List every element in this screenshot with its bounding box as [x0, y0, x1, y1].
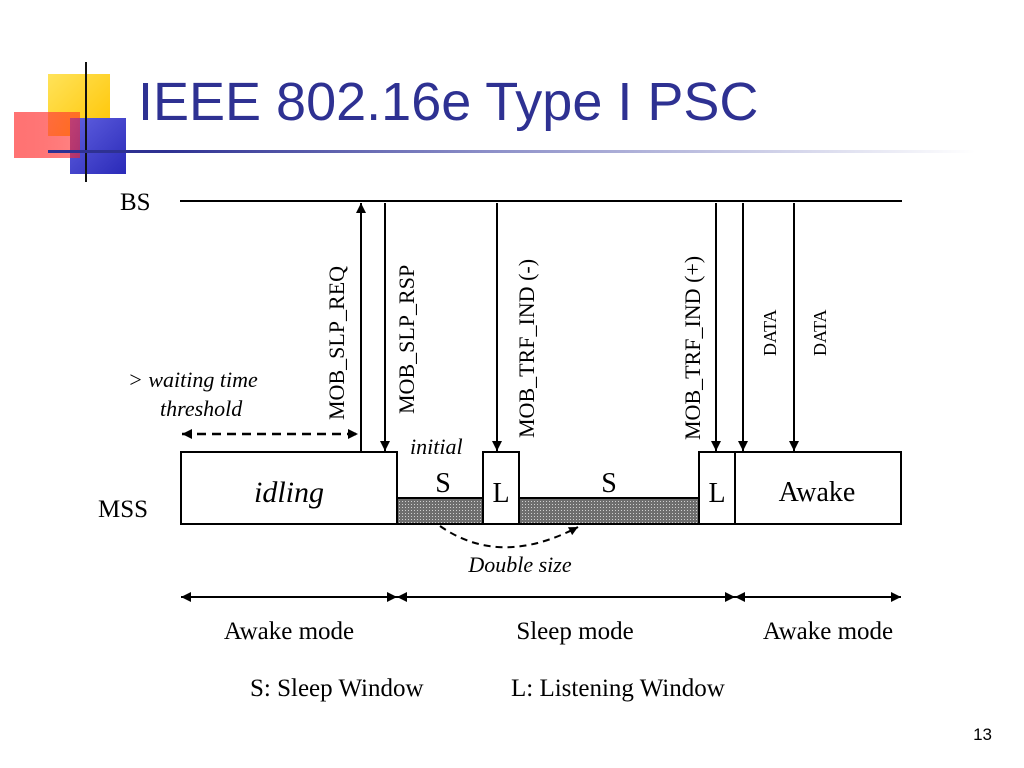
awake-mode-label-2: Awake mode [763, 618, 893, 645]
legend-sleep-window: S: Sleep Window [250, 675, 424, 702]
initial-label: initial [410, 434, 463, 459]
slide-title: IEEE 802.16e Type I PSC [138, 72, 759, 132]
double-size-label: Double size [467, 552, 572, 577]
sleep-window-2 [518, 497, 700, 525]
awake-block [734, 451, 902, 525]
awake-label: Awake [779, 477, 856, 508]
page-number: 13 [973, 725, 992, 744]
legend-listening-window: L: Listening Window [511, 675, 725, 702]
double-size-curve [439, 525, 579, 549]
mss-label: MSS [98, 496, 148, 523]
idling-label: idling [254, 476, 324, 509]
trf-ind-pos-label: MOB_TRF_IND (+) [680, 256, 705, 440]
waiting-threshold-line-1: > waiting time [128, 367, 258, 392]
slp-rsp-label: MOB_SLP_RSP [394, 265, 419, 414]
waiting-threshold-line-2: threshold [160, 396, 243, 421]
bs-label: BS [120, 189, 151, 216]
sleep-window-2-label: S [601, 468, 617, 499]
sleep-window-1 [396, 497, 484, 525]
listen-window-1 [482, 451, 520, 525]
sleep-mode-label: Sleep mode [516, 618, 633, 645]
listen-window-2-label: L [708, 478, 725, 509]
awake-mode-label-1: Awake mode [224, 618, 354, 645]
slp-req-label: MOB_SLP_REQ [324, 266, 349, 420]
sleep-window-1-label: S [435, 468, 451, 499]
trf-ind-neg-label: MOB_TRF_IND (-) [514, 259, 539, 438]
data-label-2: DATA [810, 309, 830, 356]
listen-window-1-label: L [492, 478, 509, 509]
title-underline [48, 150, 1024, 153]
data-label-1: DATA [760, 309, 780, 356]
idling-block [180, 451, 398, 525]
